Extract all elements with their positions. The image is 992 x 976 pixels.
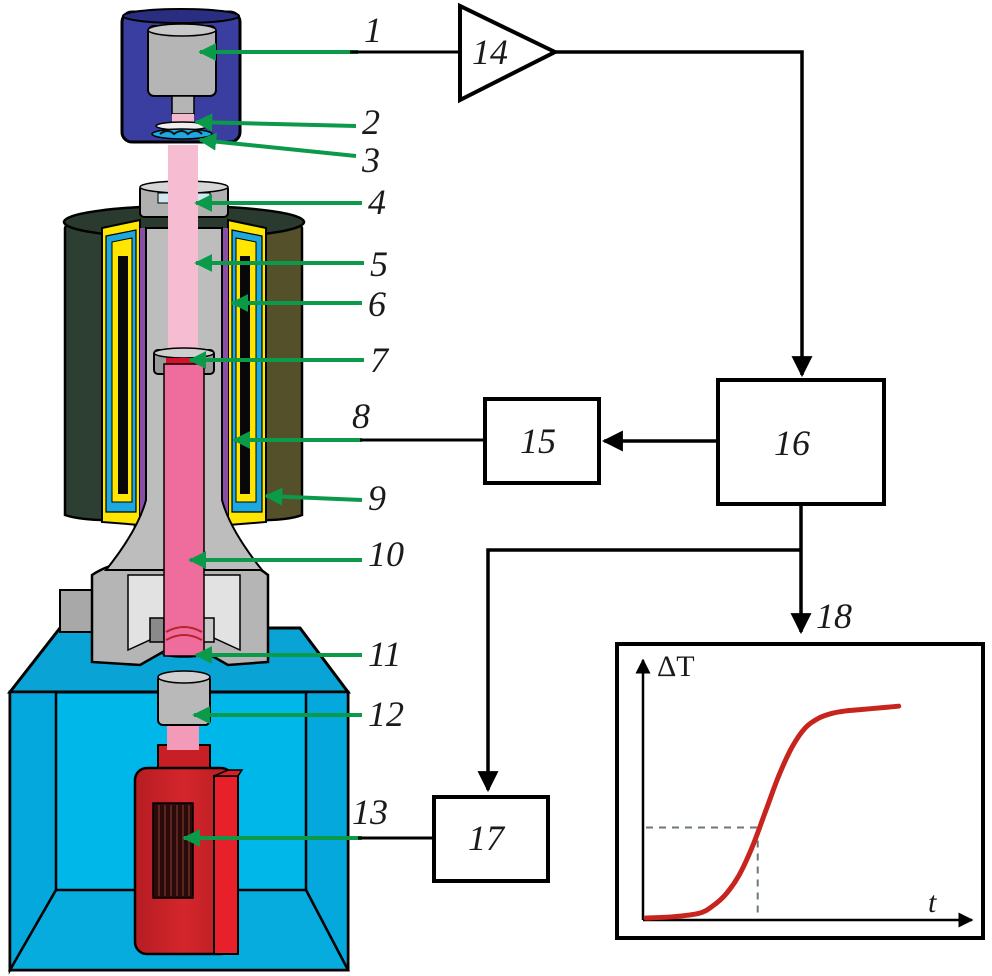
callout-4: 4 [368,182,386,222]
amplifier-label: 14 [472,32,508,72]
y-axis-label: ΔT [657,650,695,683]
pointer-arrow-3 [198,132,357,158]
x-axis-label: t [928,886,937,919]
block-15 [483,397,601,485]
callout-13: 13 [352,792,388,832]
block-16-label: 16 [774,423,810,463]
block-15-label: 15 [520,421,556,461]
wire-16-to-17 [477,548,801,793]
amplifier-14 [458,2,560,104]
block-17-label: 17 [468,818,506,858]
chart-frame [615,642,985,940]
callout-9: 9 [368,478,386,518]
callout-10: 10 [368,534,404,574]
callout-12: 12 [368,694,404,734]
pointer-arrow-9 [264,487,363,506]
wire-14-to-16 [555,50,813,378]
series-line-0 [643,703,902,921]
block-17 [432,795,550,883]
callout-3: 3 [361,140,380,180]
beam-lower [167,722,199,750]
motor-heater [133,744,244,956]
pointer-arrow-2 [194,113,357,132]
output-chart: ΔT t [615,642,985,940]
light-beam [168,145,198,355]
callout-11: 11 [368,634,401,674]
callout-5: 5 [370,244,388,284]
signal-chain: 14 16 15 18 17 [350,2,886,883]
output-label-18: 18 [816,596,852,636]
block-16 [716,378,886,506]
callout-pointers [182,43,364,847]
callout-2: 2 [362,102,380,142]
callout-6: 6 [368,284,386,324]
callout-1: 1 [364,10,382,50]
callout-labels: 1 2 3 4 5 6 7 8 9 10 11 12 13 [352,10,404,832]
callout-7: 7 [370,340,390,380]
callout-8: 8 [352,396,370,436]
